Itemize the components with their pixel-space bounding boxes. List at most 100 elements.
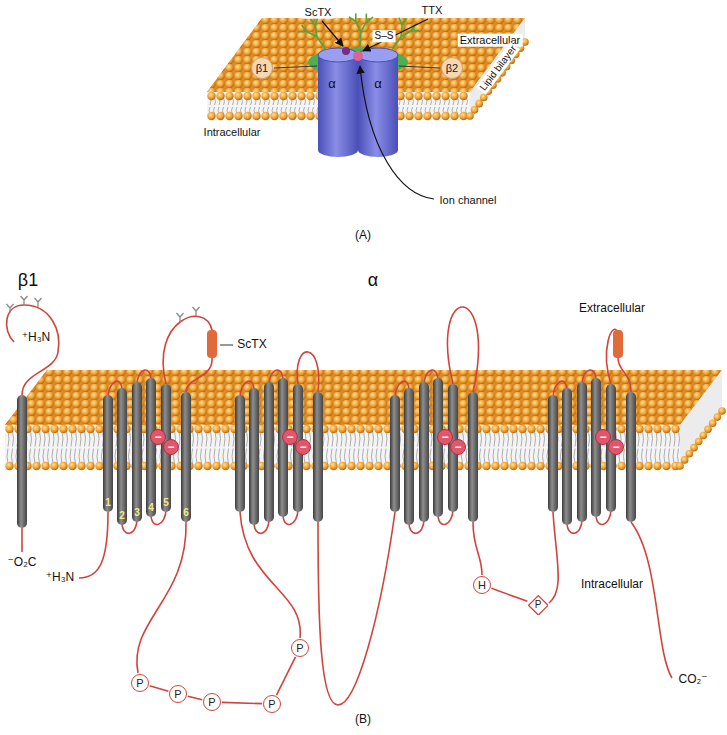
lipid-head (704, 426, 712, 434)
lipid-head (347, 462, 355, 470)
polypeptide-chain (318, 512, 395, 705)
chain-connector (222, 702, 262, 703)
lipid-head (662, 462, 670, 470)
lipid-head (482, 425, 490, 433)
toxin-label: ScTX (235, 338, 268, 352)
phospho-circle: P (263, 695, 281, 713)
leader-arrow (363, 19, 428, 51)
node-text: − (454, 441, 461, 453)
alpha-cylinder-top (318, 48, 358, 62)
lipid-head (252, 112, 260, 120)
node-text: P (136, 678, 143, 689)
lipid-head (302, 425, 310, 433)
lipid-head (695, 438, 703, 446)
lipid-head (617, 425, 625, 433)
lipid-head (297, 112, 305, 120)
lipid-head (441, 92, 449, 100)
lipid-head (466, 112, 474, 120)
lipid-head (644, 462, 652, 470)
lipid-head (95, 425, 103, 433)
transmembrane-helix (626, 392, 636, 522)
node-text: P (535, 600, 542, 610)
phospho-circle: P (291, 639, 309, 657)
lipid-head (212, 462, 220, 470)
transmembrane-helix (103, 395, 113, 512)
lipid-head (234, 112, 242, 120)
subunit-title: β1 (16, 270, 40, 291)
glycan-branch (315, 17, 317, 25)
polypeptide-chain (553, 370, 611, 533)
glycan-mark (193, 307, 200, 316)
lipid-head (59, 462, 67, 470)
segment-number: 1 (105, 497, 111, 509)
glycan-branch (317, 37, 326, 50)
lipid-head (207, 112, 215, 120)
lipid-head (662, 425, 670, 433)
node-text: β1 (256, 63, 268, 74)
lipid-head (288, 92, 296, 100)
lipid-head (653, 425, 661, 433)
subunit-title: α (366, 270, 380, 291)
glycan-mark (21, 296, 28, 305)
chain-connector (150, 686, 169, 691)
subunit-label: α (372, 77, 384, 92)
lipid-head (216, 92, 224, 100)
transmembrane-helix (117, 388, 127, 525)
transmembrane-helix (404, 388, 414, 525)
glycan-branch (315, 25, 317, 36)
toxin-site (613, 330, 623, 358)
lipid-head (475, 100, 483, 108)
lipid-head (225, 92, 233, 100)
polypeptide-chain (395, 370, 453, 533)
node-text: P (268, 699, 275, 710)
lipid-head (536, 462, 544, 470)
lipid-head (414, 112, 422, 120)
alpha-cylinder (318, 55, 358, 157)
lipid-head (5, 425, 13, 433)
transmembrane-helix (17, 395, 27, 528)
membrane-side (680, 370, 722, 470)
lipid-head (356, 425, 364, 433)
transmembrane-helix (132, 382, 142, 522)
lipid-head (509, 425, 517, 433)
lipid-head (617, 462, 625, 470)
node-text: − (441, 431, 448, 443)
glycan-branch (402, 18, 406, 25)
alpha-cylinder (358, 55, 398, 157)
lipid-head (681, 456, 689, 464)
charge-circle: − (450, 439, 466, 455)
panel-b (5, 296, 726, 705)
polypeptide-chain (448, 307, 479, 392)
transmembrane-helix (278, 378, 288, 517)
node-text: P (208, 697, 215, 708)
terminus-label: ⁺H₃N (44, 571, 77, 585)
charge-circle: − (163, 439, 179, 455)
polypeptide-chain (79, 512, 108, 578)
node-text: − (599, 431, 606, 443)
lipid-head (243, 112, 251, 120)
lipid-head (270, 92, 278, 100)
lipid-head (491, 425, 499, 433)
subunit-circle: β1 (251, 57, 273, 79)
subunit-link (274, 66, 317, 68)
ttx-site (353, 51, 363, 61)
lipid-head (194, 425, 202, 433)
lipid-head (644, 425, 652, 433)
lipid-head (95, 462, 103, 470)
panel-label: (B) (353, 713, 373, 727)
lipid-head (423, 112, 431, 120)
lipid-head (635, 425, 643, 433)
lipid-head (690, 444, 698, 452)
transmembrane-helix (562, 388, 572, 525)
residue-circle: H (473, 576, 491, 594)
lipid-head (261, 92, 269, 100)
subunit-circle: β2 (441, 57, 463, 79)
lipid-head (216, 112, 224, 120)
transmembrane-helix (591, 378, 601, 517)
polypeptide (7, 305, 672, 705)
lipid-head (527, 462, 535, 470)
lipid-head (261, 112, 269, 120)
lipid-head (450, 92, 458, 100)
lipid-head (221, 425, 229, 433)
